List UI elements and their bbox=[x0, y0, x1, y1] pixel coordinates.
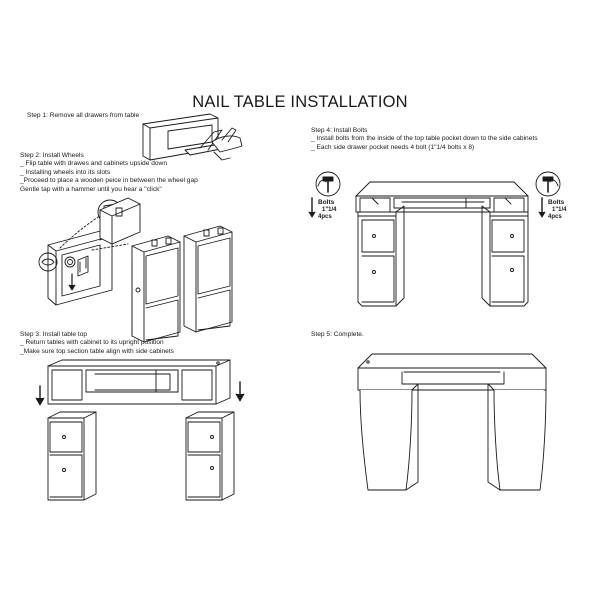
step-2-line: _ Flip table with drawes and cabinets up… bbox=[20, 160, 167, 168]
step-4-line: _ Each side drawer pocket needs 4 bolt (… bbox=[311, 143, 475, 151]
step-2-heading: Step 2: Install Wheels bbox=[20, 152, 84, 159]
bolt-label-right: Bolts bbox=[548, 199, 565, 206]
bolt-size-left: 1"1/4 bbox=[322, 207, 337, 213]
step-5-heading: Step 5: Complete. bbox=[311, 331, 364, 338]
bolt-count-right: 4pcs bbox=[548, 214, 562, 220]
step-3-heading: Step 3: Install table top bbox=[20, 331, 88, 338]
step-4-line: _ Install bolts from the inside of the t… bbox=[311, 135, 538, 143]
step-3-line: _ Return tables with cabinet to its upri… bbox=[20, 339, 164, 347]
step-2-line: _Proceed to place a wooden peice in betw… bbox=[20, 177, 198, 185]
step-4-text: Step 4: Install Bolts _ Install bolts fr… bbox=[311, 127, 538, 152]
bolt-count-left: 4pcs bbox=[318, 214, 332, 220]
step-2-line: Gentle tap with a hammer until you hear … bbox=[20, 185, 162, 193]
step-1-drawer-illustration bbox=[142, 113, 243, 161]
step-5-text: Step 5: Complete. bbox=[311, 331, 364, 339]
bolt-size-right: 1"1/4 bbox=[552, 207, 567, 213]
step-3-text: Step 3: Install table top _ Return table… bbox=[20, 331, 174, 356]
page-title: NAIL TABLE INSTALLATION bbox=[192, 93, 408, 111]
step-2-wheels-illustration bbox=[38, 197, 233, 343]
step-3-line: _Make sure top section table align with … bbox=[20, 347, 174, 355]
step-3-table-top-illustration bbox=[35, 359, 245, 501]
step-4-heading: Step 4: Install Bolts bbox=[311, 127, 368, 134]
step-1-heading: Step 1: Remove all drawers from table bbox=[27, 112, 140, 119]
step-5-complete-illustration bbox=[357, 353, 547, 491]
bolt-label-left: Bolts bbox=[318, 199, 335, 206]
step-2-text: Step 2: Install Wheels _ Flip table with… bbox=[20, 152, 198, 194]
step-2-line: _ Installing wheels into its slots bbox=[20, 168, 111, 176]
step-4-bolts-illustration: Bolts 1"1/4 4pcs Bolts 1"1/4 4pcs bbox=[308, 171, 567, 307]
step-1-text: Step 1: Remove all drawers from table bbox=[27, 112, 139, 120]
